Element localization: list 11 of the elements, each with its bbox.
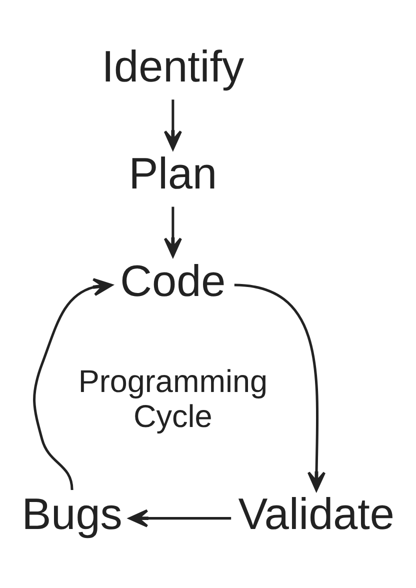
node-text: Validate: [238, 490, 394, 539]
node-text: Identify: [102, 42, 244, 92]
node-text: Bugs: [22, 490, 122, 539]
node-text: Code: [120, 256, 226, 306]
arrow: [164, 99, 182, 150]
node-text: Plan: [128, 149, 218, 198]
arrow: [128, 508, 232, 527]
arrow: [33, 278, 113, 490]
label: Programming Cycle: [78, 362, 268, 434]
arrow: [164, 206, 182, 257]
arrow: [234, 283, 326, 491]
